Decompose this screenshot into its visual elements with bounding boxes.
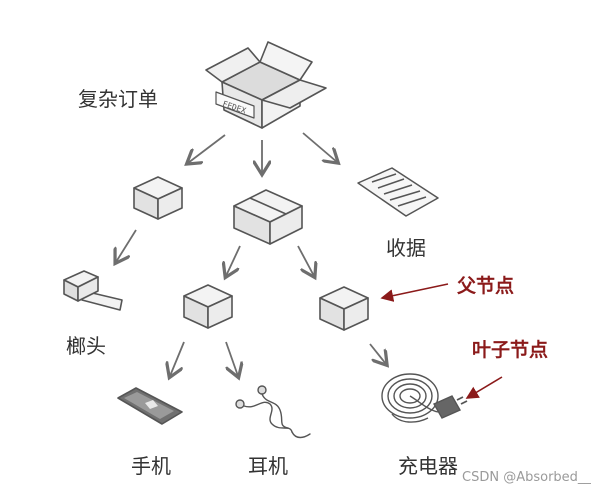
order-box-icon: FEDEX <box>205 41 327 129</box>
parent-node-pointer <box>380 283 449 302</box>
parent-box-icon <box>319 286 369 331</box>
label-charger: 充电器 <box>398 454 458 478</box>
leaf-node-pointer <box>465 376 503 399</box>
arrow-to-hammer <box>116 229 137 262</box>
hammer-icon <box>63 270 123 311</box>
charger-icon <box>381 373 468 423</box>
watermark: CSDN @Absorbed__ <box>462 470 591 485</box>
label-hammer: 榔头 <box>66 334 106 358</box>
middle-box-icon <box>233 189 303 245</box>
lower-arrows <box>170 341 386 376</box>
label-phone: 手机 <box>131 454 171 478</box>
label-earphones: 耳机 <box>248 454 288 478</box>
device-box-icon <box>183 284 233 329</box>
root-arrows <box>188 132 337 173</box>
label-complex-order: 复杂订单 <box>78 87 158 111</box>
phone-icon <box>117 387 183 425</box>
middle-arrows <box>226 245 314 276</box>
earphones-icon <box>235 385 311 439</box>
label-receipt: 收据 <box>386 236 426 260</box>
small-box-icon <box>133 176 183 220</box>
label-leaf-node: 叶子节点 <box>472 339 549 361</box>
receipt-icon <box>357 167 439 217</box>
label-parent-node: 父节点 <box>457 275 515 297</box>
